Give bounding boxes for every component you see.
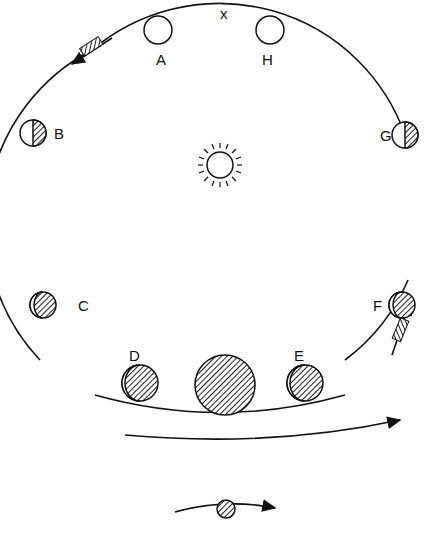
phase-letter: A (156, 52, 166, 67)
sun (198, 143, 242, 187)
planet-phases (20, 16, 418, 518)
direction-arrow (72, 37, 112, 64)
phase-letter: G (380, 128, 392, 143)
orbit (0, 3, 408, 512)
phase-letter: x (220, 6, 228, 21)
phase-letter: H (262, 52, 273, 67)
phase-letter: F (373, 298, 382, 313)
phase-letter: D (129, 348, 140, 363)
phase-letter: B (54, 126, 64, 141)
phase-letter: E (294, 348, 304, 363)
phase-letter: C (78, 298, 89, 313)
